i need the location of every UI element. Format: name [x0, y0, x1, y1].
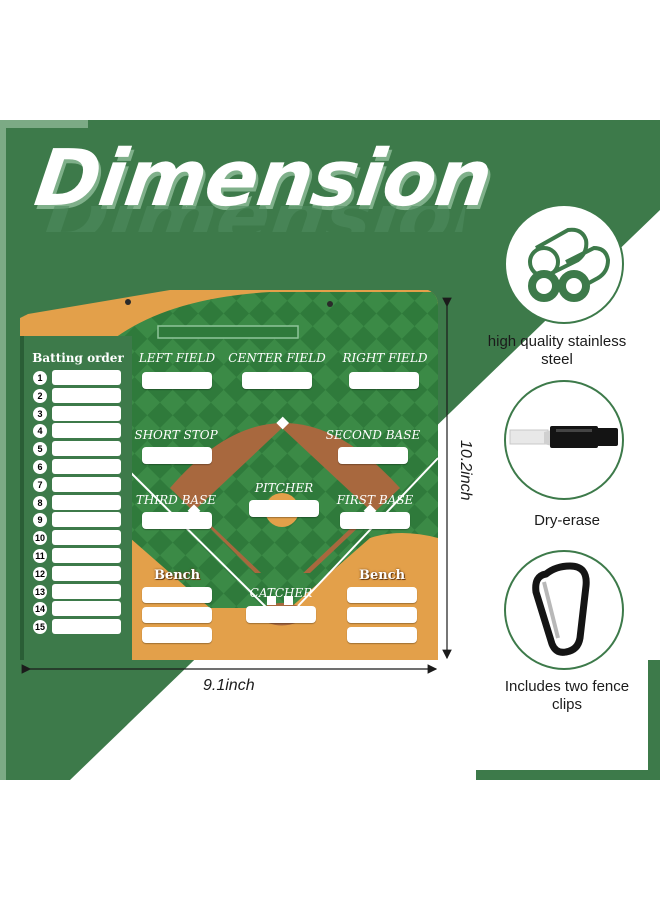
right-field-label: RIGHT FIELD [342, 351, 428, 365]
batting-order-line [52, 548, 121, 563]
short-stop-label: SHORT STOP [134, 428, 218, 442]
bench-left-label: Bench [153, 568, 201, 583]
batting-number: 3 [33, 406, 47, 421]
batting-number: 12 [33, 566, 47, 581]
batting-order-line [52, 601, 121, 617]
left-field-label: LEFT FIELD [138, 351, 216, 365]
bench-right-slot [347, 607, 417, 623]
first-base-label: FIRST BASE [336, 493, 414, 507]
batting-order-line [52, 565, 121, 581]
batting-order-line [52, 476, 121, 492]
batting-number: 10 [33, 531, 47, 546]
batting-number: 14 [33, 602, 47, 617]
batting-number: 2 [33, 388, 47, 403]
batting-number: 8 [33, 495, 47, 510]
steel-feature-label: high quality stainless steel [487, 333, 627, 368]
center-field-label: CENTER FIELD [228, 351, 326, 365]
steel-rods-icon [528, 227, 611, 302]
batting-order-line [52, 583, 121, 599]
batting-number: 6 [33, 460, 47, 474]
batting-order-line [52, 530, 121, 546]
batting-order-title: Batting order [32, 351, 124, 365]
dry-erase-feature-circle [504, 380, 624, 500]
batting-order-line [52, 387, 121, 403]
batting-order-line [52, 370, 121, 385]
second-base-slot [338, 447, 408, 464]
heading-reflection: Dimension [42, 206, 466, 232]
batting-number: 5 [33, 442, 47, 457]
batting-number: 9 [33, 513, 47, 528]
batting-number: 7 [33, 477, 47, 492]
bench-left-slot [142, 607, 212, 623]
height-dimension-label: 10.2inch [457, 440, 474, 501]
center-field-slot [242, 372, 312, 389]
right-field-slot [349, 372, 419, 389]
third-base-slot [142, 512, 212, 529]
pitcher-label: PITCHER [254, 481, 314, 495]
catcher-label: CATCHER [249, 586, 313, 600]
batting-order-line [52, 423, 121, 439]
carabiner-clip-icon [532, 562, 590, 656]
bench-right-slot [347, 627, 417, 643]
batting-order-line [52, 405, 121, 421]
left-field-slot [142, 372, 212, 389]
first-base-slot [340, 512, 410, 529]
short-stop-slot [142, 447, 212, 464]
bench-right-slot [347, 587, 417, 603]
bench-left-slot [142, 627, 212, 643]
pitcher-slot [249, 500, 319, 517]
dry-erase-marker-icon [509, 426, 618, 448]
second-base-label: SECOND BASE [325, 428, 421, 442]
batting-order-line [52, 619, 121, 635]
batting-number: 15 [33, 620, 47, 635]
batting-order-line [52, 494, 121, 510]
batting-order-line [52, 512, 121, 528]
clip-feature-label: Includes two fence clips [504, 678, 630, 713]
catcher-slot [246, 606, 316, 623]
bench-right-label: Bench [358, 568, 406, 583]
batting-number: 11 [33, 549, 47, 563]
clip-feature-circle [504, 550, 624, 670]
batting-order-line [52, 441, 121, 457]
steel-feature-circle [504, 204, 624, 324]
bench-left-slot [142, 587, 212, 603]
dry-erase-feature-label: Dry-erase [534, 512, 600, 529]
batting-number: 1 [33, 371, 47, 385]
batting-number: 13 [33, 584, 47, 599]
batting-number: 4 [33, 424, 47, 439]
width-dimension-label: 9.1inch [203, 677, 255, 694]
batting-order-line [52, 459, 121, 474]
third-base-label: THIRD BASE [135, 493, 217, 507]
